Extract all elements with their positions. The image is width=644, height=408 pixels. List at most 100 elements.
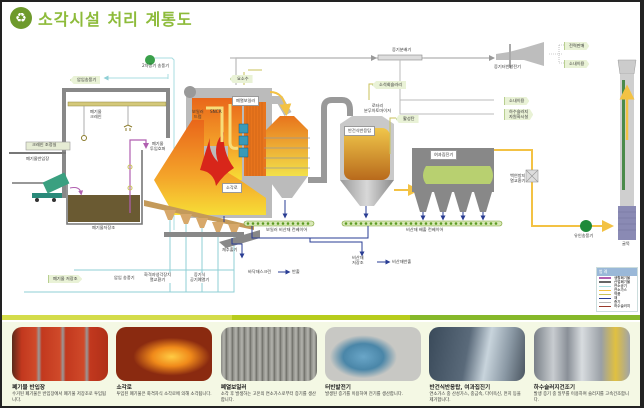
legend-label: 약품 [614, 291, 621, 296]
conveyor-roller [404, 222, 408, 225]
legend-label: 생활폐기물 [614, 275, 631, 280]
waste-hopper-label: 폐기물 투입호퍼 [150, 141, 166, 151]
conveyor-roller [424, 222, 428, 225]
conveyor-roller [349, 222, 353, 225]
conveyor-roller [306, 222, 310, 225]
conveyor-roller [434, 222, 438, 225]
conveyor-roller [469, 222, 473, 225]
conveyor-roller [374, 222, 378, 225]
conveyor-roller [296, 222, 300, 225]
card-desc: 연소가스 중 산성가스, 중금속, 다이옥신, 먼지 등을 제거합니다. [429, 392, 521, 403]
conveyor-roller [281, 222, 285, 225]
legend-swatch [599, 289, 611, 292]
stack [617, 59, 637, 240]
card-desc: 발생된 증기를 이용하여 전기를 생산합니다. [325, 392, 404, 397]
card-turbine: 터빈발전기 발생된 증기를 이용하여 전기를 생산합니다. [325, 327, 422, 406]
sncr-label: SNCR [210, 109, 222, 114]
card-reactor: 반건식반응탑, 여과집진기 연소가스 중 산성가스, 중금속, 다이옥신, 먼지… [429, 327, 526, 406]
card-title: 반건식반응탑, 여과집진기 [429, 385, 491, 391]
rotary-atomizer-label: 로터리 분무아토마이저 [364, 103, 391, 113]
diagram-graphics [9, 42, 637, 293]
ash-extractor-label: 재추출기 [222, 247, 238, 252]
conveyor-roller [389, 222, 393, 225]
conveyor-roller [266, 222, 270, 225]
card-dryer: 하수슬러지건조기 발생 증기 중 일부를 이용하여 슬러지를 고속건조합니다. [533, 327, 630, 406]
reactor-photo [429, 327, 526, 381]
garbage-truck [32, 172, 70, 202]
card-receiving: 폐기물 반입장 수거된 폐기물은 반입장에서 폐기물 저장조로 투입됩니다. [12, 327, 109, 406]
induced-draft-fan-icon [580, 220, 592, 232]
legend-item: 하수슬러지 [597, 304, 637, 309]
conveyor-roller [454, 222, 458, 225]
card-desc: 투입된 폐기물은 화격자식 소각로에 의해 소각됩니다. [116, 392, 212, 397]
steam-turbine-label: 증기터빈발전기 [494, 64, 521, 69]
conveyor-roller [394, 222, 398, 225]
card-desc: 수거된 폐기물은 반입장에서 폐기물 저장조로 투입됩니다. [12, 392, 106, 403]
economizer-tower [266, 116, 308, 176]
conveyor-roller [251, 222, 255, 225]
conveyor-roller [261, 222, 265, 225]
conveyor-roller [286, 222, 290, 225]
receiving-photo [12, 327, 109, 381]
band-segment [2, 315, 233, 320]
turbine-photo [325, 327, 422, 381]
conveyor-roller [369, 222, 373, 225]
boiler-conveyor-label: 보일러 비산재 컨베이어 [266, 227, 308, 232]
legend-label: 하수슬러지 [614, 304, 631, 309]
legend-swatch [599, 301, 611, 304]
steam-turbine [496, 42, 544, 66]
legend-label: 연소가스 [614, 287, 627, 292]
bag-filter-label: 여과집진기 [430, 150, 458, 160]
forced-fan-2-label: 압입 송풍기 [114, 275, 135, 280]
fly-ash-conveyor-label: 비산재 배출 컨베이어 [406, 227, 444, 232]
legend-label: 산업폐기물 [614, 279, 631, 284]
header: ♻ 소각시설 처리 계통도 [10, 6, 193, 30]
dryer-photo [533, 327, 630, 381]
secondary-air-fan-icon [145, 55, 155, 65]
furnace-photo [116, 327, 213, 381]
legend-swatch [599, 277, 611, 279]
card-furnace: 소각로 투입된 폐기물은 화격자식 소각로에 의해 소각됩니다. [116, 327, 213, 406]
on-site-use-tag-2: 소내이용 [504, 97, 530, 105]
fly-ash-silo-label: 비산재 저장조 [352, 255, 364, 265]
conveyor-roller [344, 222, 348, 225]
conveyor-roller [409, 222, 413, 225]
conveyor-roller [464, 222, 468, 225]
bottom-ash-out-label: 반출 [292, 269, 300, 274]
photo-gallery: 폐기물 반입장 수거된 폐기물은 반입장에서 폐기물 저장조로 투입됩니다. 소… [2, 322, 640, 406]
card-title: 하수슬러지건조기 [533, 385, 575, 391]
legend-label: 재 [614, 296, 618, 301]
conveyor-roller [479, 222, 483, 225]
incinerator-label: 소각로 [222, 183, 242, 193]
legend-item: 연소가스 [597, 288, 637, 292]
conveyor-roller [444, 222, 448, 225]
card-title: 폐기물 반입장 [12, 385, 45, 391]
page-title: 소각시설 처리 계통도 [38, 10, 193, 29]
conveyor-roller [379, 222, 383, 225]
conveyor-roller [429, 222, 433, 225]
steam-header-label: 증기분배기 [392, 47, 412, 52]
on-site-use-tag: 소내이용 [564, 60, 590, 68]
recycle-icon: ♻ [10, 7, 32, 29]
conveyor-roller [484, 222, 488, 225]
steam-air-preheater-label: 화격자냉각장치 열교환기 [144, 272, 171, 283]
steam-line [235, 57, 494, 85]
card-boiler: 폐열보일러 소각 후 발생하는 고온의 연소가스로부터 증기를 생산합니다. [220, 327, 317, 406]
slaked-lime-tag: 소석회슬러리 [372, 81, 407, 89]
band-segment [409, 315, 640, 320]
conveyor-roller [449, 222, 453, 225]
band-segment [232, 315, 410, 320]
process-diagram: 2차공기 송풍기 압입송풍기 폐기물 크레인 폐기물 투입호퍼 크레인 조정실 … [4, 30, 638, 312]
crane-control-room-label: 크레인 조정실 [32, 142, 57, 147]
legend-item: 산업폐기물 [597, 280, 637, 284]
conveyor-roller [256, 222, 260, 225]
secondary-air-fan-label: 2차공기 송풍기 [142, 63, 170, 68]
conveyor-roller [399, 222, 403, 225]
fly-ash-out-label: 비산재반출 [392, 259, 412, 264]
color-band [2, 315, 640, 320]
legend-swatch [599, 306, 611, 308]
spray-reactor-label: 반건식반응탑 [344, 126, 376, 136]
bottom-ash-label: 바닥재스크린 [248, 269, 272, 274]
card-title: 폐열보일러 [220, 385, 247, 391]
